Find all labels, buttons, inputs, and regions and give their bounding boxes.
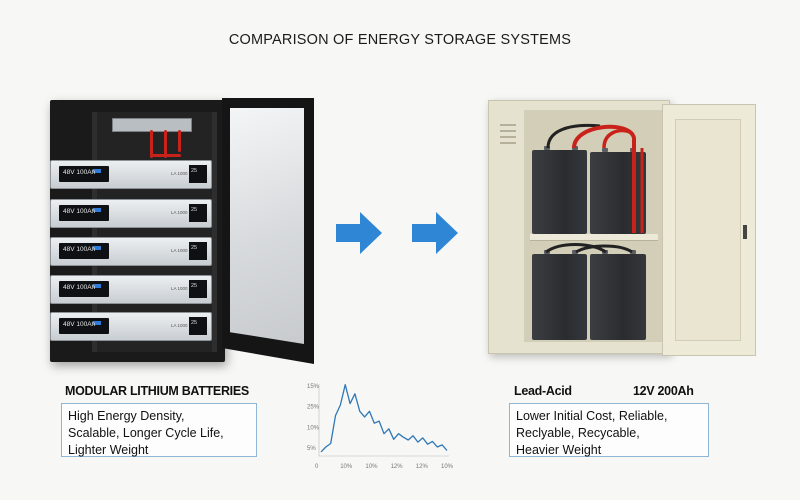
module-display [59,243,109,259]
cable [150,130,153,158]
door-panel [675,119,741,341]
cabinet-shelf [530,234,658,241]
vent-slot [500,124,516,126]
lead-acid-battery [532,254,587,340]
module-display [59,205,109,221]
module-readout: 25 [191,320,198,326]
module-side-display: 25 [189,317,207,335]
feature-line: Lower Initial Cost, Reliable, [516,409,668,423]
module-readout: 25 [191,283,198,289]
right-arrow-icon [412,212,458,254]
status-indicator [93,246,101,250]
cable [150,154,181,157]
series-line [320,384,448,453]
rack-rail [212,112,217,352]
status-indicator [93,208,101,212]
module-label: 48V 100Ah [63,246,96,253]
cable [178,130,181,152]
module-label: 48V 100Ah [63,169,96,176]
vent-slot [500,130,516,132]
battery-terminal [602,148,608,152]
feature-line: High Energy Density, [68,409,185,423]
x-tick-label: 0 [315,464,319,470]
module-side-display: 25 [189,242,207,260]
page-title: COMPARISON OF ENERGY STORAGE SYSTEMS [228,32,572,48]
right-arrow-icon [336,212,382,254]
status-indicator [93,169,101,173]
battery-terminal [572,250,578,254]
vent-slot [500,136,516,138]
module-side-display: 25 [189,165,207,183]
lead-acid-battery [590,254,646,340]
lithium-heading: MODULAR LITHIUM BATTERIES [65,384,249,398]
x-tick-label: 12% [416,464,429,470]
cabinet-glass-door [222,98,314,364]
battery-terminal [630,250,636,254]
x-tick-label: 10% [365,464,378,470]
module-readout: 25 [191,168,198,174]
module-readout: 25 [191,245,198,251]
module-code: LA 1000 [171,171,188,176]
feature-line: Heavier Weight [516,443,602,457]
cable [164,130,167,158]
module-code: LA 1000 [171,286,188,291]
cabinet-door [662,104,756,356]
feature-line: Scalable, Longer Cycle Life, [68,426,224,440]
lead-acid-battery [532,150,587,234]
module-side-display: 25 [189,204,207,222]
module-label: 48V 100Ah [63,284,96,291]
module-code: LA 1000 [171,323,188,328]
line-chart: 15% 25% 10% 5% 0 10% 10% 12% 12% 10% [307,384,454,470]
module-display [59,281,109,297]
door-handle [743,225,747,239]
glass-panel [230,108,304,344]
y-tick-label: 25% [307,405,320,411]
x-tick-label: 10% [340,464,353,470]
chart-axis [318,384,449,457]
lead-acid-features-box: Lower Initial Cost, Reliable, Reclyable,… [509,403,709,457]
battery-cables [545,243,633,254]
module-display [59,166,109,182]
feature-line: Reclyable, Recycable, [516,426,640,440]
status-indicator [93,321,101,325]
module-code: LA 1000 [171,248,188,253]
module-label: 48V 100Ah [63,208,96,215]
rack-rail [92,112,97,352]
module-side-display: 25 [189,280,207,298]
feature-line: Lighter Weight [68,443,149,457]
lead-acid-spec: 12V 200Ah [633,384,694,398]
x-tick-label: 12% [391,464,404,470]
battery-cables [546,123,644,233]
y-tick-label: 15% [307,384,320,390]
x-tick-label: 10% [441,464,454,470]
module-display [59,318,109,334]
y-tick-label: 10% [307,425,320,431]
module-readout: 25 [191,207,198,213]
module-code: LA 1000 [171,210,188,215]
lead-acid-heading: Lead-Acid [514,384,572,398]
vent-slot [500,142,516,144]
module-label: 48V 100Ah [63,321,96,328]
y-tick-label: 5% [307,446,316,452]
lithium-features-box: High Energy Density, Scalable, Longer Cy… [61,403,257,457]
lead-acid-battery [590,152,646,234]
status-indicator [93,284,101,288]
